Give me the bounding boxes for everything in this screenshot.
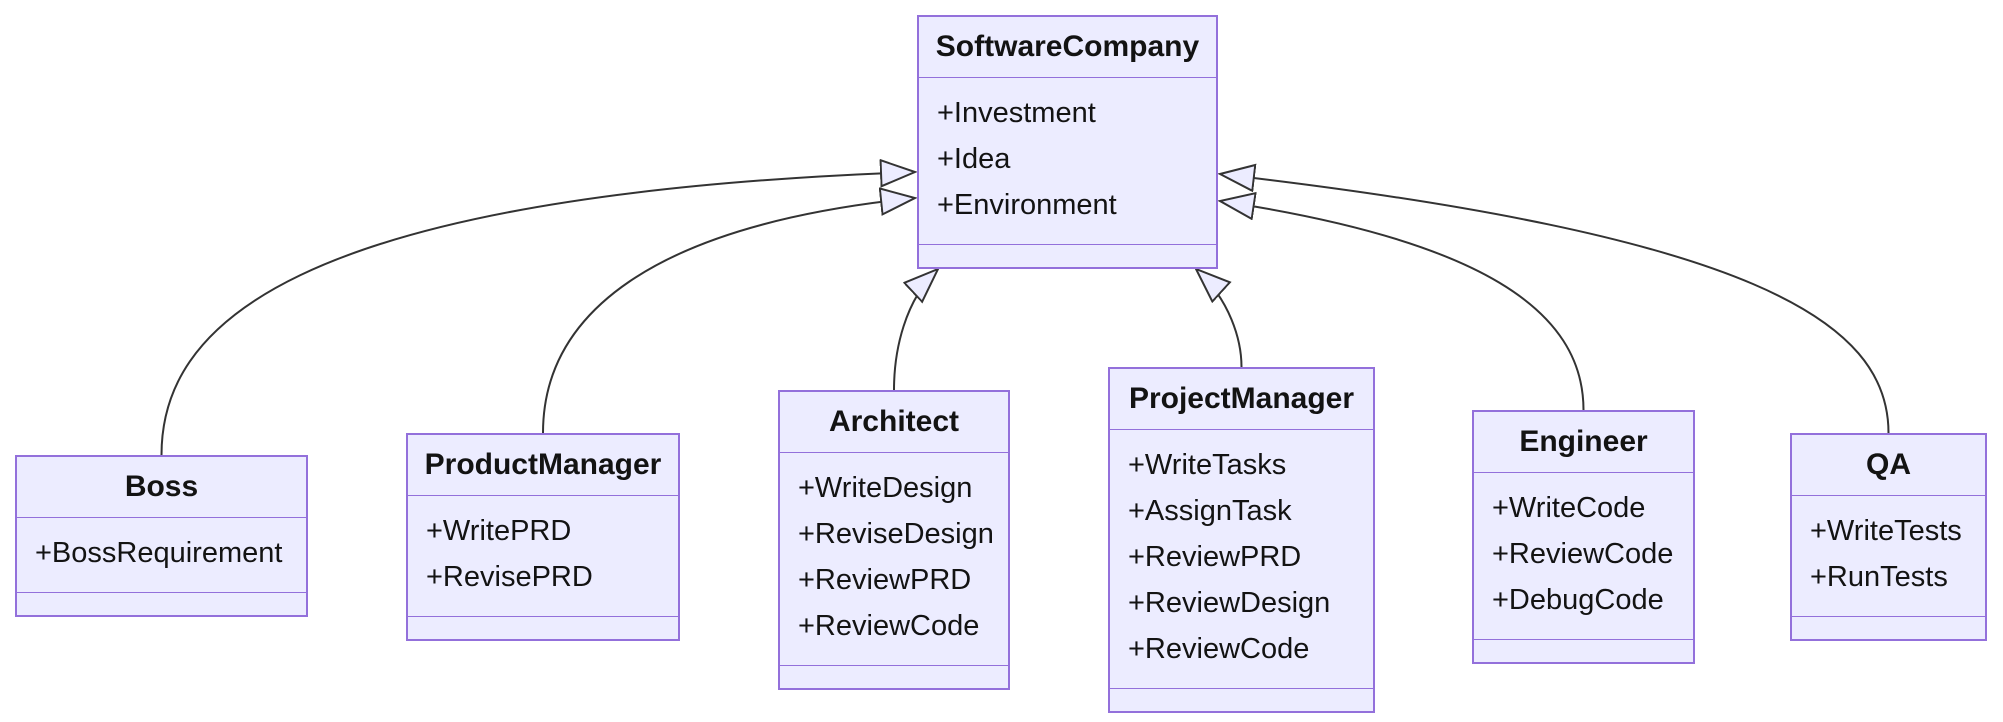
class-member: +ReviewPRD	[798, 564, 972, 596]
class-title: Architect	[780, 392, 1008, 453]
class-member: +ReviewDesign	[1128, 587, 1331, 619]
class-member: +DebugCode	[1492, 584, 1664, 616]
edge-engineer-to-softwarecompany	[1220, 201, 1585, 411]
class-member: +BossRequirement	[35, 537, 283, 569]
class-title: ProductManager	[408, 435, 678, 496]
class-methods-empty-section	[780, 666, 1008, 688]
edge-projectmanager-to-softwarecompany	[1196, 269, 1243, 368]
class-methods-empty-section	[1474, 640, 1693, 662]
class-member: +AssignTask	[1128, 495, 1292, 527]
class-title: Boss	[17, 457, 306, 518]
class-member: +Investment	[937, 97, 1096, 129]
class-members: +WritePRD +RevisePRD	[408, 496, 678, 617]
class-qa: QA +WriteTests +RunTests	[1790, 433, 1987, 641]
class-member: +WriteTests	[1810, 515, 1962, 547]
class-title: ProjectManager	[1110, 369, 1373, 430]
edge-qa-to-softwarecompany	[1220, 174, 1890, 434]
class-member: +ReviewCode	[1128, 633, 1310, 665]
class-members: +WriteDesign +ReviseDesign +ReviewPRD +R…	[780, 453, 1008, 666]
class-members: +WriteTests +RunTests	[1792, 496, 1985, 617]
class-member: +WriteDesign	[798, 472, 973, 504]
class-methods-empty-section	[17, 593, 306, 615]
class-methods-empty-section	[1792, 617, 1985, 639]
class-methods-empty-section	[919, 245, 1216, 267]
class-members: +WriteCode +ReviewCode +DebugCode	[1474, 473, 1693, 640]
class-member: +WriteCode	[1492, 492, 1646, 524]
class-title: QA	[1792, 435, 1985, 496]
class-member: +Environment	[937, 189, 1117, 221]
class-member: +ReviseDesign	[798, 518, 994, 550]
class-title: SoftwareCompany	[919, 17, 1216, 78]
edge-architect-to-softwarecompany	[893, 269, 938, 391]
class-members: +Investment +Idea +Environment	[919, 78, 1216, 245]
class-member: +RunTests	[1810, 561, 1948, 593]
class-boss: Boss +BossRequirement	[15, 455, 308, 617]
class-methods-empty-section	[408, 617, 678, 639]
class-software-company: SoftwareCompany +Investment +Idea +Envir…	[917, 15, 1218, 269]
class-members: +WriteTasks +AssignTask +ReviewPRD +Revi…	[1110, 430, 1373, 689]
edge-boss-to-softwarecompany	[160, 172, 916, 456]
class-title: Engineer	[1474, 412, 1693, 473]
class-member: +ReviewCode	[798, 610, 980, 642]
class-member: +WritePRD	[426, 515, 572, 547]
class-member: +WriteTasks	[1128, 449, 1287, 481]
class-member: +ReviewPRD	[1128, 541, 1302, 573]
edge-productmanager-to-softwarecompany	[542, 198, 915, 434]
class-member: +ReviewCode	[1492, 538, 1674, 570]
class-product-manager: ProductManager +WritePRD +RevisePRD	[406, 433, 680, 641]
class-member: +Idea	[937, 143, 1011, 175]
class-project-manager: ProjectManager +WriteTasks +AssignTask +…	[1108, 367, 1375, 713]
class-architect: Architect +WriteDesign +ReviseDesign +Re…	[778, 390, 1010, 690]
class-member: +RevisePRD	[426, 561, 593, 593]
class-members: +BossRequirement	[17, 518, 306, 593]
class-engineer: Engineer +WriteCode +ReviewCode +DebugCo…	[1472, 410, 1695, 664]
class-methods-empty-section	[1110, 689, 1373, 711]
